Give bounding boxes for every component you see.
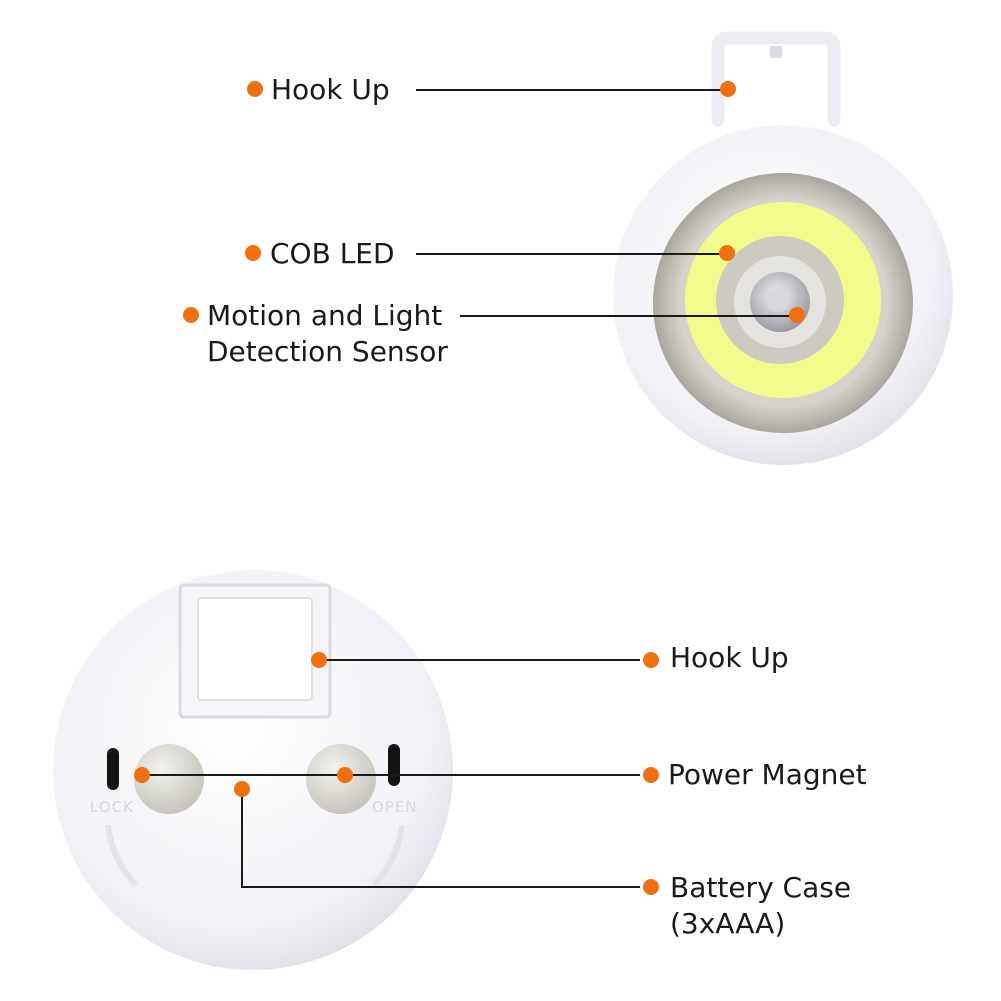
open-slot xyxy=(388,744,400,786)
label-cob-led: COB LED xyxy=(270,237,395,270)
lock-embossed-text: LOCK xyxy=(90,798,134,816)
bottom-hook-clip xyxy=(197,597,313,701)
dot-magnet-left-target xyxy=(134,767,150,783)
label-top-hook-up: Hook Up xyxy=(271,73,390,106)
label-battery-line1: Battery Case xyxy=(670,871,852,904)
top-hook-notch xyxy=(770,46,782,58)
dot-cob-label xyxy=(245,245,261,261)
lock-arrow xyxy=(105,824,139,888)
dot-sensor-label xyxy=(183,307,199,323)
open-arrow xyxy=(371,824,405,888)
dot-power-magnet-label xyxy=(643,767,659,783)
top-hook xyxy=(711,31,841,127)
sensor-core xyxy=(766,288,790,312)
dot-bottom-hook-target xyxy=(311,652,327,668)
dot-magnet-right-target xyxy=(337,767,353,783)
bottom-light-back: LOCK OPEN xyxy=(53,570,453,970)
label-power-magnet: Power Magnet xyxy=(668,758,867,791)
dot-battery-label xyxy=(643,879,659,895)
bottom-housing xyxy=(53,570,453,970)
dot-top-hook-label xyxy=(247,81,263,97)
label-battery-line2: (3xAAA) xyxy=(670,907,786,940)
leader-lines xyxy=(142,89,797,888)
power-magnet-left xyxy=(134,744,204,814)
dot-cob-target xyxy=(719,245,735,261)
open-embossed-text: OPEN xyxy=(372,798,418,816)
leader-battery-case xyxy=(241,789,640,888)
label-sensor-line1: Motion and Light xyxy=(207,299,443,332)
dot-battery-target xyxy=(234,781,250,797)
lock-slot xyxy=(107,748,119,790)
dot-top-hook-target xyxy=(720,81,736,97)
label-sensor-line2: Detection Sensor xyxy=(207,335,448,368)
dot-sensor-target xyxy=(789,307,805,323)
dot-bottom-hook-label xyxy=(643,652,659,668)
label-bottom-hook-up: Hook Up xyxy=(670,641,789,674)
top-light-front xyxy=(613,31,953,465)
